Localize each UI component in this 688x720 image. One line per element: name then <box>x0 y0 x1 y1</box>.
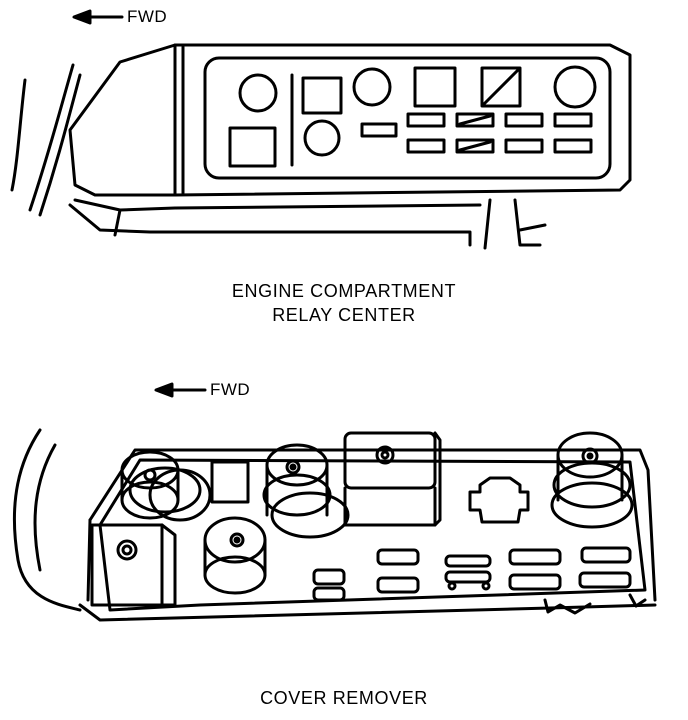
top-fwd-arrow <box>72 9 124 25</box>
top-fwd-label: FWD <box>127 7 168 26</box>
bottom-fwd-label: FWD <box>210 380 251 399</box>
top-caption: ENGINE COMPARTMENT RELAY CENTER <box>0 279 688 327</box>
relay-center-uncovered <box>12 428 657 622</box>
bottom-caption: COVER REMOVER <box>0 686 688 710</box>
top-caption-line2: RELAY CENTER <box>272 305 416 325</box>
bottom-caption-line: COVER REMOVER <box>260 688 428 708</box>
top-caption-line1: ENGINE COMPARTMENT <box>231 281 457 301</box>
relay-center-covered <box>10 43 632 250</box>
bottom-fwd-arrow <box>154 382 207 398</box>
